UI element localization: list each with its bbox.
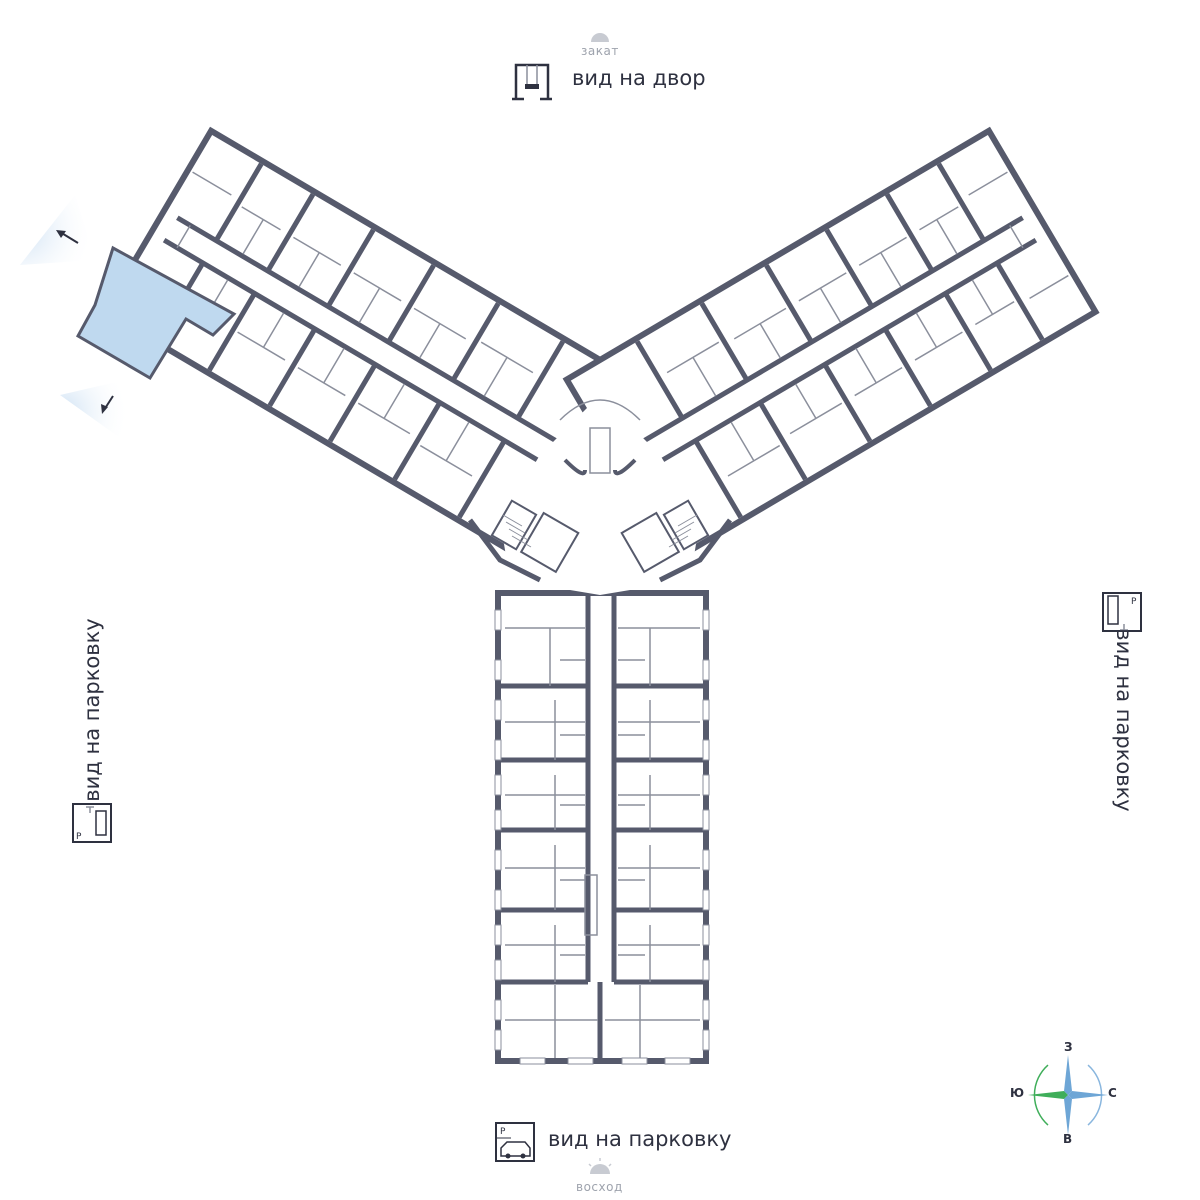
compass-label-west: Ю <box>1010 1086 1025 1100</box>
sunset-label: закат <box>581 44 619 58</box>
view-right-label: вид на парковку <box>1112 628 1136 812</box>
highlighted-apartment[interactable] <box>75 245 237 381</box>
parking-icon: P <box>1102 592 1142 632</box>
svg-text:P: P <box>1131 597 1137 607</box>
view-arrow-icon <box>56 230 79 244</box>
svg-text:P: P <box>500 1127 506 1137</box>
view-left-label: вид на парковку <box>80 618 104 802</box>
compass-label-south: В <box>1063 1132 1073 1146</box>
parking-icon: P <box>495 1122 535 1162</box>
parking-icon: P <box>72 803 112 843</box>
northeast-wing <box>562 126 1100 565</box>
view-top-label: вид на двор <box>572 66 706 90</box>
compass-label-east: С <box>1108 1086 1117 1100</box>
sun-icon <box>586 1158 614 1174</box>
northwest-wing <box>100 126 638 565</box>
view-indicators <box>20 195 130 445</box>
courtyard-swing-icon <box>512 61 552 101</box>
compass-rose-icon <box>1018 1045 1118 1145</box>
svg-text:P: P <box>76 832 82 842</box>
sun-icon <box>591 29 609 42</box>
south-wing <box>494 590 710 1065</box>
central-core <box>468 395 732 595</box>
view-arrow-icon <box>101 395 114 414</box>
view-bottom-label: вид на парковку <box>548 1127 732 1151</box>
compass-label-north: З <box>1064 1040 1073 1054</box>
sunrise-label: восход <box>576 1180 623 1194</box>
